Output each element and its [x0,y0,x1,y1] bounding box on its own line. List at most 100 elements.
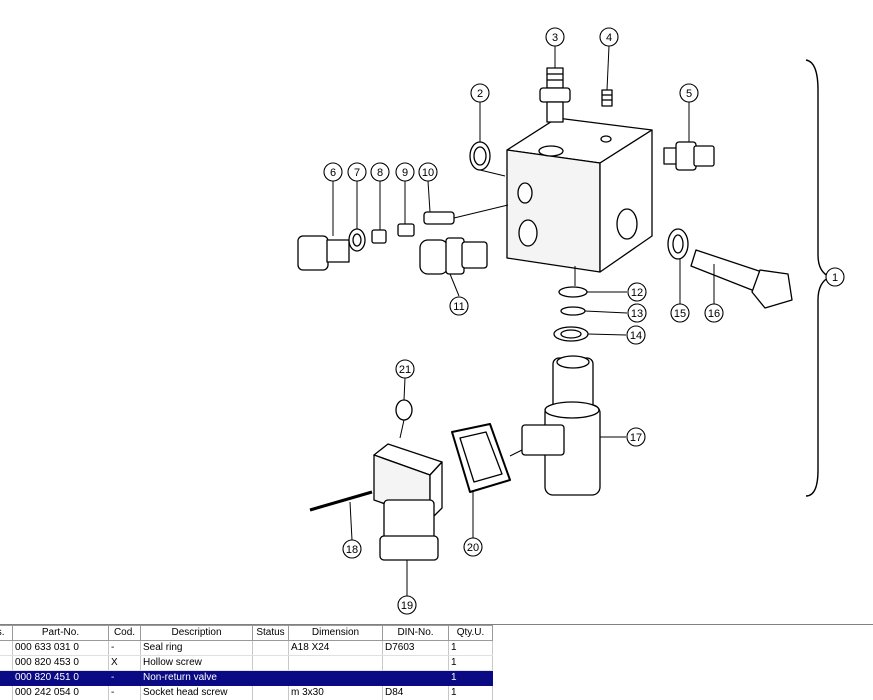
table-row[interactable]: 000 820 453 0 X Hollow screw 1 [0,656,493,671]
callout-label: 6 [330,167,336,179]
cell-cod: - [109,671,141,686]
column-header-pos[interactable]: Pos. [0,626,13,641]
o-ring-13 [561,307,585,315]
cell-description: Hollow screw [141,656,253,671]
cell-din-no: D84 [383,686,449,700]
cell-din-no: D7603 [383,641,449,656]
column-header-cod[interactable]: Cod. [109,626,141,641]
callout-19[interactable]: 19 [398,596,416,614]
callout-8[interactable]: 8 [371,163,389,181]
callout-15[interactable]: 15 [671,304,689,322]
cell-dimension [289,656,383,671]
callout-label: 17 [630,432,642,444]
spring [398,224,414,236]
callout-16[interactable]: 16 [705,304,723,322]
callout-18[interactable]: 18 [343,540,361,558]
callout-14[interactable]: 14 [627,326,645,344]
cell-status [253,686,289,700]
top-fitting [540,68,570,122]
callout-label: 16 [708,308,720,320]
insert [372,230,386,243]
cell-cod: X [109,656,141,671]
table-row[interactable]: 000 633 031 0 - Seal ring A18 X24 D7603 … [0,641,493,656]
cell-status [253,671,289,686]
callout-label: 19 [401,600,413,612]
solenoid-valve [522,356,600,495]
callout-label: 14 [630,330,642,342]
callout-1[interactable]: 1 [826,268,844,286]
cell-dimension: A18 X24 [289,641,383,656]
callout-label: 9 [402,167,408,179]
cell-qty: 1 [449,641,493,656]
table-row[interactable]: 000 242 054 0 - Socket head screw m 3x30… [0,686,493,700]
callout-11[interactable]: 11 [450,297,468,315]
callout-label: 10 [422,167,434,179]
cell-pos [0,686,13,700]
callout-12[interactable]: 12 [628,283,646,301]
cell-part-no: 000 820 451 0 [13,671,109,686]
hollow-screw [420,238,487,274]
callout-20[interactable]: 20 [464,538,482,556]
cell-description: Non-return valve [141,671,253,686]
plug-screw [298,236,349,270]
bolt-16 [691,250,792,308]
valve-block [507,118,652,272]
callout-label: 4 [606,32,612,44]
callout-label: 5 [686,88,692,100]
cell-status [253,641,289,656]
cell-dimension: m 3x30 [289,686,383,700]
callout-5[interactable]: 5 [680,84,698,102]
clip [396,400,412,420]
cell-part-no: 000 820 453 0 [13,656,109,671]
o-ring-14-inner [561,330,581,338]
callout-label: 15 [674,308,686,320]
callout-4[interactable]: 4 [600,28,618,46]
table-header-row: Pos. Part-No. Cod. Description Status Di… [0,626,493,641]
connector-plug [374,444,442,560]
seal-ring-inner [474,147,486,165]
cell-qty: 1 [449,656,493,671]
callout-2[interactable]: 2 [471,84,489,102]
cell-din-no [383,656,449,671]
column-header-dimension[interactable]: Dimension [289,626,383,641]
column-header-din-no[interactable]: DIN-No. [383,626,449,641]
cell-pos [0,656,13,671]
column-header-status[interactable]: Status [253,626,289,641]
callout-7[interactable]: 7 [348,163,366,181]
valve-pin [424,212,454,224]
column-header-part-no[interactable]: Part-No. [13,626,109,641]
gasket [452,424,510,492]
grub-screw [602,90,612,106]
cell-qty: 1 [449,671,493,686]
callout-label: 8 [377,167,383,179]
callout-label: 7 [354,167,360,179]
cell-pos [0,641,13,656]
callout-label: 1 [832,272,838,284]
callout-label: 13 [631,308,643,320]
cell-cod: - [109,641,141,656]
cell-part-no: 000 633 031 0 [13,641,109,656]
cell-status [253,656,289,671]
cell-cod: - [109,686,141,700]
callout-label: 18 [346,544,358,556]
table-row-selected[interactable]: 000 820 451 0 - Non-return valve 1 [0,671,493,686]
parts-table: Pos. Part-No. Cod. Description Status Di… [0,625,493,700]
callout-10[interactable]: 10 [419,163,437,181]
washer-inner [353,234,361,246]
cell-dimension [289,671,383,686]
callout-17[interactable]: 17 [627,428,645,446]
column-header-qty[interactable]: Qty.U. [449,626,493,641]
cell-qty: 1 [449,686,493,700]
callout-21[interactable]: 21 [396,360,414,378]
callout-label: 12 [631,287,643,299]
callout-label: 2 [477,88,483,100]
callout-label: 11 [453,301,464,313]
parts-list-panel: Pos. Part-No. Cod. Description Status Di… [0,624,873,700]
callout-9[interactable]: 9 [396,163,414,181]
callout-6[interactable]: 6 [324,163,342,181]
callout-label: 20 [467,542,479,554]
callout-3[interactable]: 3 [546,28,564,46]
callout-13[interactable]: 13 [628,304,646,322]
column-header-description[interactable]: Description [141,626,253,641]
